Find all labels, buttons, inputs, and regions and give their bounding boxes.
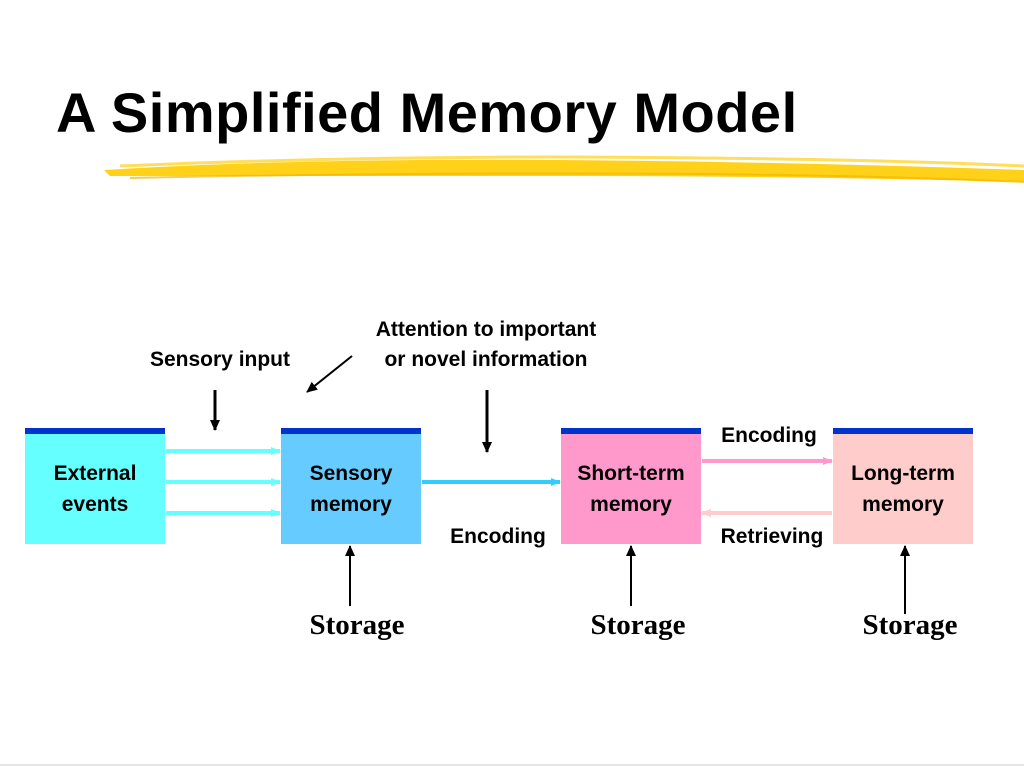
slide-bottom-divider [0, 764, 1024, 766]
storage-label-short-term: Storage [590, 609, 685, 641]
encoding-label-sensory-to-short: Encoding [450, 525, 546, 548]
short-term-memory-box: Short-term memory [561, 428, 701, 544]
encoding-label-short-to-long: Encoding [721, 424, 817, 447]
sensory-memory-label-line1: Sensory [310, 462, 393, 485]
retrieving-label: Retrieving [721, 525, 824, 548]
storage-label-long-term: Storage [862, 609, 957, 641]
long-term-memory-label-line1: Long-term [851, 462, 955, 485]
short-term-memory-label-line2: memory [590, 493, 672, 516]
attention-pointer-line [306, 355, 353, 393]
external-events-box: External events [25, 428, 165, 544]
slide-title: A Simplified Memory Model [56, 81, 798, 144]
external-events-label-line1: External [54, 462, 137, 485]
short-term-memory-label-line1: Short-term [577, 462, 684, 485]
external-events-label-line2: events [62, 493, 129, 516]
storage-label-sensory: Storage [309, 609, 404, 641]
long-term-memory-label-line2: memory [862, 493, 944, 516]
external-to-sensory-arrows [166, 447, 281, 517]
attention-label-line1: Attention to important [376, 318, 596, 341]
sensory-memory-label-line2: memory [310, 493, 392, 516]
sensory-input-label: Sensory input [150, 348, 290, 371]
attention-label-line2: or novel information [384, 348, 587, 371]
title-highlight-stroke [104, 155, 1024, 183]
long-term-memory-box: Long-term memory [833, 428, 973, 544]
sensory-memory-box: Sensory memory [281, 428, 421, 544]
